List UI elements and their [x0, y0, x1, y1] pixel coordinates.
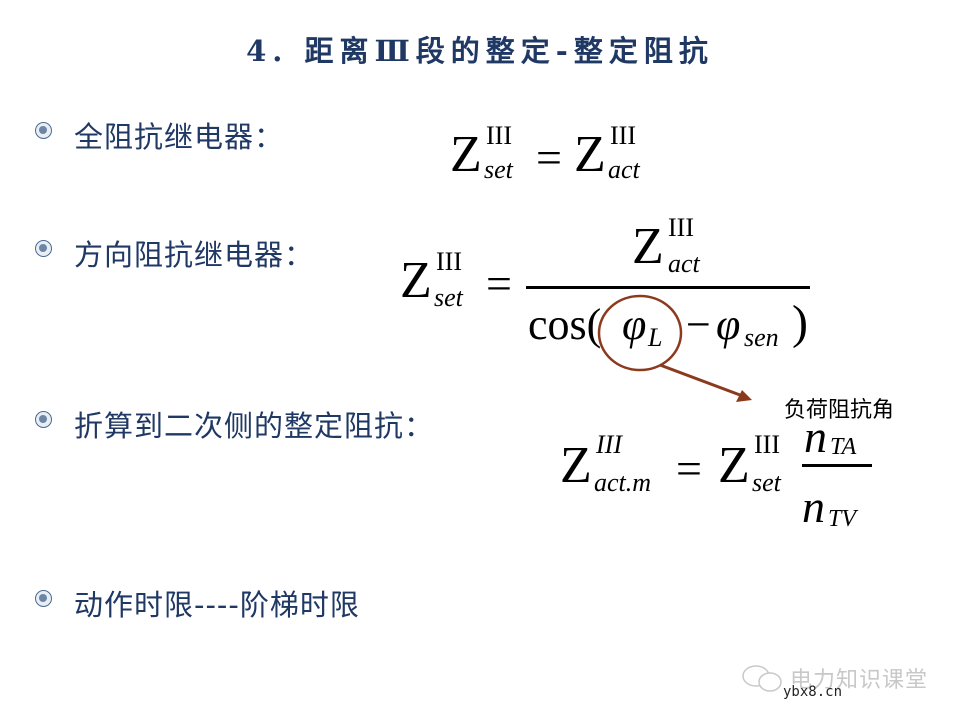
- fraction-bar: [526, 286, 810, 289]
- bullet-icon: [35, 411, 52, 428]
- load-impedance-angle-label: 负荷阻抗角: [784, 398, 895, 423]
- bullet-icon: [35, 240, 52, 257]
- formula-secondary-impedance: Z III act.m = Z III set n TA n TV: [560, 411, 880, 540]
- fraction-bar: [802, 464, 872, 467]
- slide-title: 4. 距离Ⅲ段的整定-整定阻抗: [246, 34, 714, 68]
- bullet-secondary-setting-impedance: 折算到二次侧的整定阻抗：: [74, 409, 435, 443]
- bullet-icon: [35, 590, 52, 607]
- formula-full-impedance: Z III set = Z III act: [450, 121, 640, 184]
- bullet-operating-time: 动作时限----阶梯时限: [74, 588, 360, 622]
- bullet-full-impedance-relay: 全阻抗继电器：: [74, 120, 285, 154]
- watermark-text: 电力知识课堂: [790, 668, 929, 693]
- wechat-logo-icon: [742, 665, 782, 692]
- watermark-site: ybx8.cn: [783, 684, 843, 700]
- formula-directional-impedance: Z III set = Z III act cos( φ L − φ sen ): [400, 213, 820, 365]
- bullet-directional-impedance-relay: 方向阻抗继电器：: [74, 238, 315, 272]
- bullet-icon: [35, 122, 52, 139]
